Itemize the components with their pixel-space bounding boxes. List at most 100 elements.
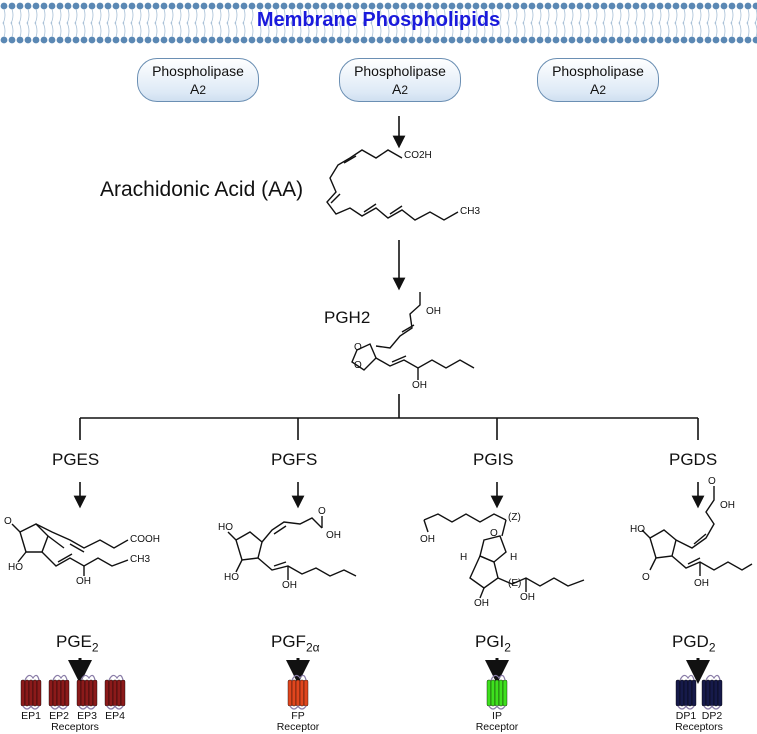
phospholipid-head bbox=[576, 36, 584, 44]
phospholipid-head bbox=[296, 2, 304, 10]
phospholipid-head bbox=[352, 36, 360, 44]
phospholipid-head bbox=[712, 2, 720, 10]
phospholipid-head bbox=[736, 2, 744, 10]
phospholipid-head bbox=[296, 36, 304, 44]
phospholipid-head bbox=[752, 2, 757, 10]
phospholipid-head bbox=[632, 36, 640, 44]
product-pgf2a-main: PGF bbox=[271, 632, 306, 651]
phospholipid-head bbox=[56, 2, 64, 10]
pgf2a-oh: OH bbox=[282, 580, 297, 591]
phospholipid-head bbox=[248, 2, 256, 10]
phospholipid-head bbox=[504, 36, 512, 44]
synthase-pgis: PGIS bbox=[473, 450, 514, 469]
phospholipid-tail bbox=[738, 22, 742, 38]
phospholipid-tail bbox=[146, 22, 150, 38]
phospholipid-head bbox=[656, 2, 664, 10]
phospholipid-tail bbox=[274, 22, 278, 38]
phospholipid-tail bbox=[282, 22, 286, 38]
synthase-pgfs: PGFS bbox=[271, 450, 318, 469]
phospholipid-head bbox=[680, 2, 688, 10]
phospholipid-head bbox=[240, 2, 248, 10]
phospholipid-head bbox=[280, 2, 288, 10]
product-pge2-sub: 2 bbox=[91, 640, 99, 655]
phospholipid-head bbox=[248, 36, 256, 44]
phospholipid-head bbox=[0, 2, 8, 10]
phospholipid-head bbox=[672, 36, 680, 44]
pge2-ho: HO bbox=[8, 562, 23, 573]
phospholipid-head bbox=[128, 2, 136, 10]
phospholipid-head bbox=[352, 2, 360, 10]
phospholipid-head bbox=[416, 2, 424, 10]
synthase-pgds: PGDS bbox=[669, 450, 718, 469]
phospholipid-head bbox=[632, 2, 640, 10]
pgh2-oh: OH bbox=[412, 380, 427, 391]
phospholipid-tail bbox=[418, 22, 422, 38]
phospholipid-head bbox=[384, 36, 392, 44]
receptor-ip-1-icon bbox=[486, 674, 508, 710]
phospholipid-tail bbox=[122, 22, 126, 38]
phospholipid-tail bbox=[402, 22, 406, 38]
receptor-ip-caption: Receptor bbox=[475, 721, 519, 733]
phospholipid-head bbox=[80, 36, 88, 44]
phospholipid-head bbox=[32, 2, 40, 10]
phospholipid-head bbox=[624, 2, 632, 10]
pge2-oh: OH bbox=[76, 576, 91, 587]
phospholipid-head bbox=[144, 2, 152, 10]
phospholipid-tail bbox=[450, 22, 454, 38]
phospholipid-tail bbox=[250, 22, 254, 38]
pgd2-oh-acid: OH bbox=[720, 500, 735, 511]
phospholipid-tail bbox=[514, 22, 518, 38]
pgh2-o2: O bbox=[354, 360, 362, 371]
phospholipid-head bbox=[184, 36, 192, 44]
phospholipid-head bbox=[408, 2, 416, 10]
phospholipid-head bbox=[664, 2, 672, 10]
phospholipid-head bbox=[424, 2, 432, 10]
phospholipid-tail bbox=[474, 22, 478, 38]
phospholipid-head bbox=[416, 36, 424, 44]
phospholipid-head bbox=[608, 36, 616, 44]
phospholipid-tail bbox=[442, 22, 446, 38]
phospholipid-tail bbox=[394, 22, 398, 38]
phospholipid-tail bbox=[658, 22, 662, 38]
phospholipid-head bbox=[728, 36, 736, 44]
phospholipid-head bbox=[240, 36, 248, 44]
product-pgd2: PGD2 bbox=[672, 632, 716, 654]
phospholipid-head bbox=[360, 36, 368, 44]
phospholipid-head bbox=[696, 2, 704, 10]
phospholipid-head bbox=[224, 36, 232, 44]
pge2-ch3: CH3 bbox=[130, 554, 151, 565]
phospholipid-head bbox=[232, 2, 240, 10]
enzyme-label: Phospholipase bbox=[354, 63, 446, 79]
phospholipid-tail bbox=[578, 22, 582, 38]
phospholipid-head bbox=[320, 36, 328, 44]
phospholipid-head bbox=[640, 36, 648, 44]
receptor-dp2: DP2 bbox=[701, 710, 723, 722]
phospholipid-head bbox=[448, 2, 456, 10]
phospholipid-tail bbox=[498, 22, 502, 38]
phospholipid-head bbox=[184, 2, 192, 10]
phospholipid-head bbox=[480, 2, 488, 10]
phospholipid-head bbox=[512, 36, 520, 44]
phospholipid-head bbox=[216, 2, 224, 10]
phospholipid-head bbox=[488, 36, 496, 44]
phospholipid-tail bbox=[594, 22, 598, 38]
phospholipid-tail bbox=[210, 22, 214, 38]
phospholipid-head bbox=[640, 2, 648, 10]
product-pgf2a-sub: 2α bbox=[305, 640, 320, 655]
phospholipid-tail bbox=[314, 22, 318, 38]
phospholipid-head bbox=[488, 2, 496, 10]
phospholipid-head bbox=[400, 36, 408, 44]
product-pgd2-main: PGD bbox=[672, 632, 709, 651]
pge2-o: O bbox=[4, 516, 12, 527]
phospholipid-tail bbox=[130, 22, 134, 38]
pge2-cooh: COOH bbox=[130, 534, 160, 545]
phospholipid-head bbox=[88, 36, 96, 44]
phospholipid-tail bbox=[746, 22, 750, 38]
phospholipid-head bbox=[144, 36, 152, 44]
phospholipid-tail bbox=[530, 22, 534, 38]
arachidonic-acid-structure bbox=[326, 149, 459, 221]
phospholipid-head bbox=[224, 2, 232, 10]
synthase-pges: PGES bbox=[52, 450, 100, 469]
receptor-ip: IP bbox=[492, 710, 502, 722]
